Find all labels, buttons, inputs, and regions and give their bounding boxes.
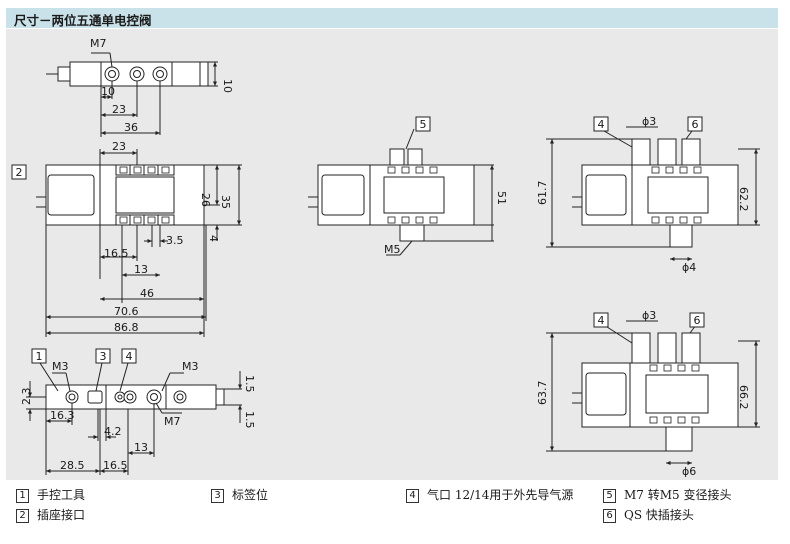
legend-number: 3: [211, 488, 224, 503]
dim-label: ϕ3: [642, 309, 656, 322]
dim-label: M7: [164, 415, 181, 428]
dim-label: 61.7: [536, 181, 549, 206]
dim-label: M3: [52, 360, 69, 373]
dim-label: ϕ3: [642, 115, 656, 128]
dim-label: 16.5: [103, 459, 128, 472]
dim-label: 62.2: [737, 187, 750, 212]
dim-label: 28.5: [60, 459, 85, 472]
dim-label: 2.3: [20, 388, 33, 406]
port-symbols: [119, 166, 702, 424]
dim-label: M5: [384, 243, 401, 256]
dim-label: 86.8: [114, 321, 139, 334]
bottom-view: [26, 362, 242, 475]
dim-label: 3.5: [166, 234, 184, 247]
legend-number: 6: [603, 508, 616, 523]
dim-label: 26: [199, 193, 212, 207]
dim-label: 4.2: [104, 425, 122, 438]
dim-label: 63.7: [536, 381, 549, 406]
legend-item: 4 气口 12/14用于外先导气源: [406, 486, 573, 503]
callout-boxes: [11, 116, 705, 364]
dim-label: 23: [112, 140, 126, 153]
drawing-area: 2 5 4 6 4 6 1 3 4 M7 10 10 23 36 23 26: [6, 29, 778, 480]
callout-6: 6: [694, 314, 701, 327]
dim-label: 10: [221, 79, 234, 93]
callout-2: 2: [16, 166, 23, 179]
title-bar: 尺寸－两位五通单电控阀: [6, 8, 778, 28]
dim-label: ϕ4: [682, 261, 696, 274]
legend-text: M7 转M5 变径接头: [624, 488, 732, 502]
legend-number: 4: [406, 488, 419, 503]
dim-label: 35: [219, 195, 232, 209]
dim-label: 66.2: [737, 385, 750, 410]
callout-1: 1: [36, 350, 43, 363]
dim-label: 10: [101, 85, 115, 98]
dim-label: 51: [495, 191, 508, 205]
dim-label: 4: [207, 235, 220, 242]
legend-text: QS 快插接头: [624, 508, 694, 522]
dim-label: 36: [124, 121, 138, 134]
legend-item: 2 插座接口: [16, 506, 85, 523]
legend-item: 5 M7 转M5 变径接头: [603, 486, 731, 503]
callout-5: 5: [420, 118, 427, 131]
dimension-labels: M7 10 10 23 36 23 26 35 4 3.5 16.5 13 46…: [20, 37, 750, 478]
middle-view: [308, 128, 494, 256]
legend-text: 手控工具: [37, 488, 86, 502]
dim-label: 16.5: [104, 247, 129, 260]
dim-label: 46: [140, 287, 154, 300]
dim-label: 1.5: [243, 411, 256, 429]
dim-label: 16.3: [50, 409, 75, 422]
dim-label: 13: [134, 263, 148, 276]
legend-item: 1 手控工具: [16, 486, 85, 503]
legend-number: 1: [16, 488, 29, 503]
legend-text: 标签位: [232, 488, 269, 502]
page-title: 尺寸－两位五通单电控阀: [14, 13, 152, 28]
callout-3: 3: [100, 350, 107, 363]
legend-text: 插座接口: [37, 508, 86, 522]
dim-label: 1.5: [243, 375, 256, 393]
legend-number: 5: [603, 488, 616, 503]
legend: 1 手控工具 2 插座接口 3 标签位 4 气口 12/14用于外先导气源 5 M7 转M…: [6, 482, 778, 538]
front-view: [36, 149, 242, 337]
callout-4: 4: [126, 350, 133, 363]
legend-item: 3 标签位: [211, 486, 268, 503]
dim-label: 23: [112, 103, 126, 116]
right-top-view: [546, 126, 760, 261]
dim-label: M3: [182, 360, 199, 373]
top-view: [46, 52, 218, 137]
dim-label: ϕ6: [682, 465, 696, 478]
legend-number: 2: [16, 508, 29, 523]
callout-4: 4: [598, 314, 605, 327]
legend-text: 气口 12/14用于外先导气源: [427, 488, 574, 502]
legend-item: 6 QS 快插接头: [603, 506, 694, 523]
dim-label: M7: [90, 37, 107, 50]
right-bottom-view: [546, 320, 760, 465]
dim-label: 70.6: [114, 305, 139, 318]
callout-6: 6: [692, 118, 699, 131]
callout-numbers: 2 5 4 6 4 6 1 3 4: [16, 118, 701, 363]
dim-label: 13: [134, 441, 148, 454]
callout-4: 4: [598, 118, 605, 131]
dimension-drawing: 2 5 4 6 4 6 1 3 4 M7 10 10 23 36 23 26: [11, 37, 760, 478]
